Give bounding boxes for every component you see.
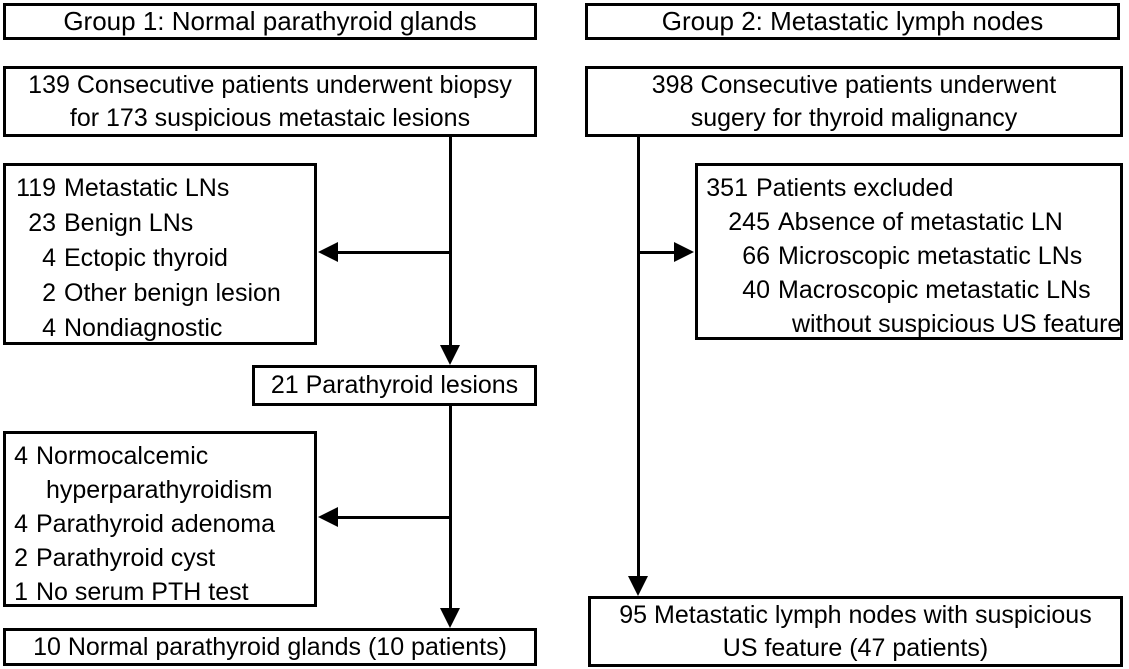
item-label: Normocalcemic	[36, 442, 209, 470]
item-count: 351	[706, 174, 748, 202]
item-count: 1	[14, 578, 28, 606]
group1-result-box: 10 Normal parathyroid glands (10 patient…	[3, 628, 537, 666]
item-label: hyperparathyroidism	[46, 476, 273, 504]
item-count: 4	[42, 314, 56, 342]
exclusion-item: 1 No serum PTH test	[14, 575, 308, 609]
exclusion-item: 119 Metastatic LNs	[14, 171, 308, 206]
group2-result-line1: 95 Metastatic lymph nodes with suspiciou…	[619, 600, 1092, 629]
parathyroid-lesions-box: 21 Parathyroid lesions	[252, 365, 537, 406]
exclusion-item: 2 Parathyroid cyst	[14, 541, 308, 575]
item-label: Patients excluded	[756, 174, 954, 202]
item-label: Absence of metastatic LN	[778, 208, 1063, 236]
item-label: Parathyroid cyst	[36, 544, 216, 572]
exclusion-item-continuation: hyperparathyroidism	[14, 473, 308, 507]
item-label: Other benign lesion	[64, 279, 281, 307]
item-label: Ectopic thyroid	[64, 244, 228, 272]
arrow-left-icon	[318, 242, 338, 262]
item-label: Nondiagnostic	[64, 314, 223, 342]
group1-header-box: Group 1: Normal parathyroid glands	[3, 3, 537, 40]
arrow-down-icon	[440, 345, 460, 365]
exclusion-item: 245 Absence of metastatic LN	[706, 205, 1114, 239]
exclusion-item: 4 Ectopic thyroid	[14, 241, 308, 276]
item-label: Metastatic LNs	[64, 174, 230, 202]
item-count: 4	[14, 442, 28, 470]
group1-header-label: Group 1: Normal parathyroid glands	[63, 6, 477, 36]
group2-exclusion-box: 351 Patients excluded 245 Absence of metas…	[695, 163, 1123, 340]
group1-biopsy-line1: 139 Consecutive patients underwent biops…	[28, 70, 512, 99]
item-count: 23	[28, 209, 56, 237]
item-label: Microscopic metastatic LNs	[778, 242, 1083, 270]
exclusion-item-continuation: without suspicious US feature	[706, 307, 1121, 341]
item-count: 119	[16, 174, 56, 202]
arrow-right-icon	[674, 242, 694, 262]
group2-surgery-box: 398 Consecutive patients underwent suger…	[585, 66, 1123, 137]
arrow-down-icon	[628, 576, 648, 596]
group2-exclusion-branch-line	[638, 251, 676, 254]
exclusion-item: 23 Benign LNs	[14, 206, 308, 241]
item-count: 66	[742, 242, 770, 270]
group1-result-label: 10 Normal parathyroid glands (10 patient…	[33, 632, 507, 661]
item-count: 2	[42, 279, 56, 307]
arrow-down-icon	[440, 608, 460, 628]
exclusion-item: 2 Other benign lesion	[14, 276, 308, 311]
exclusion-item: 40 Macroscopic metastatic LNs	[706, 273, 1114, 307]
group2-surgery-line2: sugery for thyroid malignancy	[690, 103, 1018, 132]
item-count: 4	[42, 244, 56, 272]
item-count: 245	[728, 208, 770, 236]
group2-result-box: 95 Metastatic lymph nodes with suspiciou…	[588, 596, 1123, 667]
item-count: 40	[742, 276, 770, 304]
group1-exclusion2-branch-line	[334, 516, 451, 519]
item-label: No serum PTH test	[36, 578, 249, 606]
item-label: without suspicious US feature	[792, 310, 1122, 338]
group2-surgery-line1: 398 Consecutive patients underwent	[651, 70, 1057, 99]
group1-exclusion-box: 119 Metastatic LNs 23 Benign LNs 4 Ectopic …	[3, 163, 317, 345]
exclusion-item: 66 Microscopic metastatic LNs	[706, 239, 1114, 273]
group2-result-line2: US feature (47 patients)	[722, 633, 989, 662]
group1-biopsy-line2: for 173 suspicious metastaic lesions	[69, 103, 471, 132]
group2-header-label: Group 2: Metastatic lymph nodes	[661, 6, 1044, 36]
exclusion-item: 4 Nondiagnostic	[14, 311, 308, 346]
item-label: Macroscopic metastatic LNs	[778, 276, 1091, 304]
group1-exclusion-branch-line	[334, 251, 451, 254]
item-count: 4	[14, 510, 28, 538]
group1-flow-line-lower	[449, 406, 452, 610]
group2-header-box: Group 2: Metastatic lymph nodes	[585, 3, 1120, 40]
item-label: Benign LNs	[64, 209, 194, 237]
arrow-left-icon	[318, 507, 338, 527]
item-label: Parathyroid adenoma	[36, 510, 276, 538]
exclusion-item: 351 Patients excluded	[706, 171, 1114, 205]
item-count: 2	[14, 544, 28, 572]
group1-biopsy-box: 139 Consecutive patients underwent biops…	[3, 66, 537, 137]
exclusion-item: 4 Normocalcemic	[14, 439, 308, 473]
group2-flow-line	[637, 136, 640, 578]
parathyroid-lesions-label: 21 Parathyroid lesions	[270, 371, 519, 399]
exclusion-item: 4 Parathyroid adenoma	[14, 507, 308, 541]
group1-flow-line-upper	[449, 137, 452, 349]
